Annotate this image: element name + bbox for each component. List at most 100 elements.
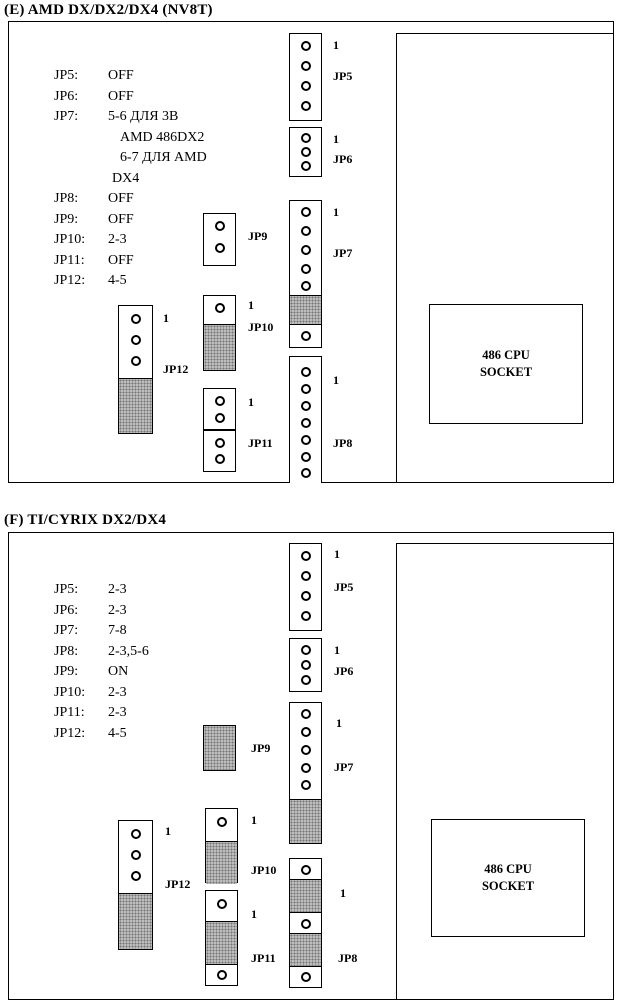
setting-row: JP6: OFF [54, 87, 207, 108]
pin [214, 221, 225, 231]
setting-value: 2-3 [108, 684, 127, 700]
setting-jp: JP8: [54, 191, 79, 206]
pin [130, 314, 141, 324]
jumper-jp6 [289, 638, 322, 692]
setting-value: OFF [108, 211, 134, 227]
label-jp10: JP10 [251, 863, 277, 877]
jumper-cap [204, 726, 235, 770]
jumper-jp8 [289, 356, 322, 483]
setting-jp: JP10: [54, 684, 86, 700]
setting-value: 2-3,5-6 [108, 643, 149, 659]
label-jp5: JP5 [334, 580, 354, 594]
setting-row: JP5:2-3 [54, 580, 149, 601]
jumper-jp7 [289, 200, 322, 348]
jumper-cap [290, 879, 321, 913]
jumper-cap [290, 295, 321, 325]
label-jp8: JP8 [338, 951, 358, 965]
setting-value: OFF [108, 88, 134, 104]
pin [300, 264, 311, 274]
setting-row: JP7:7-8 [54, 621, 149, 642]
pin [130, 829, 141, 839]
pin [300, 571, 311, 581]
section-f-panel [8, 532, 614, 1000]
setting-jp: JP6: [54, 88, 79, 104]
label-jp7: JP7 [334, 760, 354, 774]
pin [300, 709, 311, 719]
section-e-settings: JP5:OFF JP6: OFF JP7:5-6 ДЛЯ 3В AMD 486DX… [54, 66, 207, 292]
pin [214, 454, 225, 464]
jumper-jp6 [289, 127, 322, 177]
jumper-jp11 [203, 388, 236, 472]
pin [130, 356, 141, 366]
pin-one-marker: 1 [248, 298, 254, 312]
jumper-jp10 [205, 808, 238, 884]
pin-one-marker: 1 [163, 311, 169, 325]
setting-row: JP7:5-6 ДЛЯ 3В [54, 107, 207, 128]
pin [300, 468, 311, 478]
pin [300, 611, 311, 621]
jumper-jp7 [289, 702, 322, 844]
setting-continuation: AMD 486DX2 [120, 129, 205, 145]
setting-value: 4-5 [108, 725, 127, 741]
jumper-cap [204, 324, 235, 370]
pin [300, 245, 311, 255]
pin [214, 303, 225, 313]
pin [300, 780, 311, 790]
label-jp6: JP6 [334, 664, 354, 678]
jumper-jp5 [289, 543, 322, 631]
setting-jp: JP6: [54, 602, 79, 618]
pin [300, 660, 311, 670]
setting-jp: JP7: [54, 109, 79, 124]
pin [300, 727, 311, 737]
pin [300, 551, 311, 561]
section-e-cpu-socket: 486 CPU SOCKET [429, 304, 583, 424]
pin [300, 41, 311, 51]
setting-row: JP5:OFF [54, 66, 207, 87]
section-f-cpu-socket: 486 CPU SOCKET [431, 819, 585, 937]
label-jp5: JP5 [333, 69, 353, 83]
label-jp12: JP12 [165, 877, 191, 891]
label-jp11: JP11 [248, 436, 273, 450]
pin [300, 763, 311, 773]
setting-value: OFF [108, 191, 134, 206]
jumper-divider [204, 429, 235, 431]
setting-value: ON [108, 664, 129, 679]
pin-one-marker: 1 [334, 643, 340, 657]
pin [300, 101, 311, 111]
pin [130, 850, 141, 860]
setting-value: OFF [108, 68, 134, 83]
pin [300, 61, 311, 71]
setting-value: 2-3 [108, 705, 127, 720]
pin-one-marker: 1 [333, 205, 339, 219]
pin [216, 899, 227, 909]
setting-continuation: 6-7 ДЛЯ AMD [120, 150, 207, 165]
setting-jp: JP7: [54, 623, 79, 638]
jumper-jp8 [289, 858, 322, 988]
label-jp12: JP12 [163, 362, 189, 376]
section-f-socket-area [396, 543, 614, 1000]
pin-one-marker: 1 [251, 907, 257, 921]
setting-row: JP11:2-3 [54, 703, 149, 724]
jumper-jp5 [289, 33, 322, 121]
jumper-jp10 [203, 295, 236, 371]
setting-row: JP8: OFF [54, 189, 207, 210]
pin-one-marker: 1 [251, 813, 257, 827]
pin [300, 367, 311, 377]
jumper-jp11 [205, 890, 238, 986]
setting-continuation: DX4 [112, 170, 140, 186]
pin [300, 865, 311, 875]
jumper-cap [290, 799, 321, 843]
pin [300, 401, 311, 411]
pin [300, 281, 311, 291]
setting-value: OFF [108, 252, 134, 268]
jumper-cap [290, 933, 321, 967]
pin [300, 452, 311, 462]
section-e-socket-area [396, 33, 614, 483]
label-jp9: JP9 [251, 741, 271, 755]
socket-line-1: 486 CPU [484, 862, 532, 876]
setting-value: 4-5 [108, 273, 127, 288]
setting-row: JP10:2-3 [54, 230, 207, 251]
section-e-title: (E) AMD DX/DX2/DX4 (NV8T) [4, 2, 213, 18]
socket-line-2: SOCKET [479, 365, 533, 379]
pin [214, 243, 225, 253]
